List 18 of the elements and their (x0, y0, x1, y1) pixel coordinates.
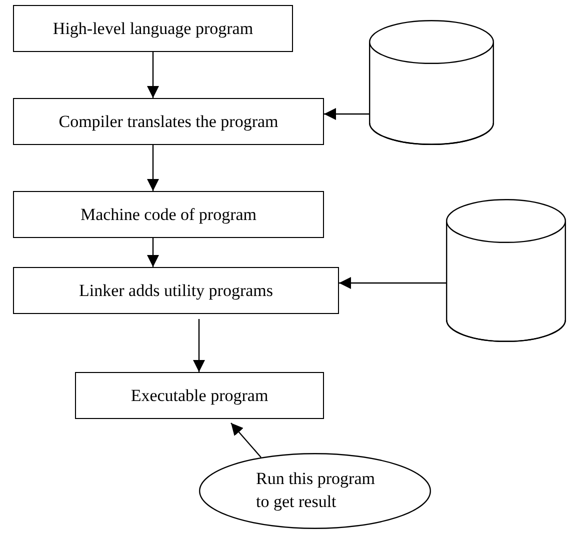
process-box (13, 191, 324, 238)
step-label: Run this program to get result (256, 468, 376, 513)
step-label: Machine code of program (80, 204, 257, 224)
arrow (193, 319, 205, 372)
arrow (339, 277, 446, 289)
arrow (324, 108, 369, 120)
step-label: High-level language program (52, 18, 254, 38)
process-box (13, 267, 339, 314)
arrow (147, 52, 159, 98)
arrow (230, 422, 262, 458)
process-box (13, 98, 324, 145)
arrow (147, 238, 159, 267)
arrow (147, 145, 159, 191)
process-box (13, 5, 293, 52)
process-box (75, 372, 324, 419)
step-label: Executable program (130, 386, 268, 406)
step-label: Linker adds utility programs (78, 280, 274, 300)
step-label: Compiler translates the program (58, 112, 278, 132)
